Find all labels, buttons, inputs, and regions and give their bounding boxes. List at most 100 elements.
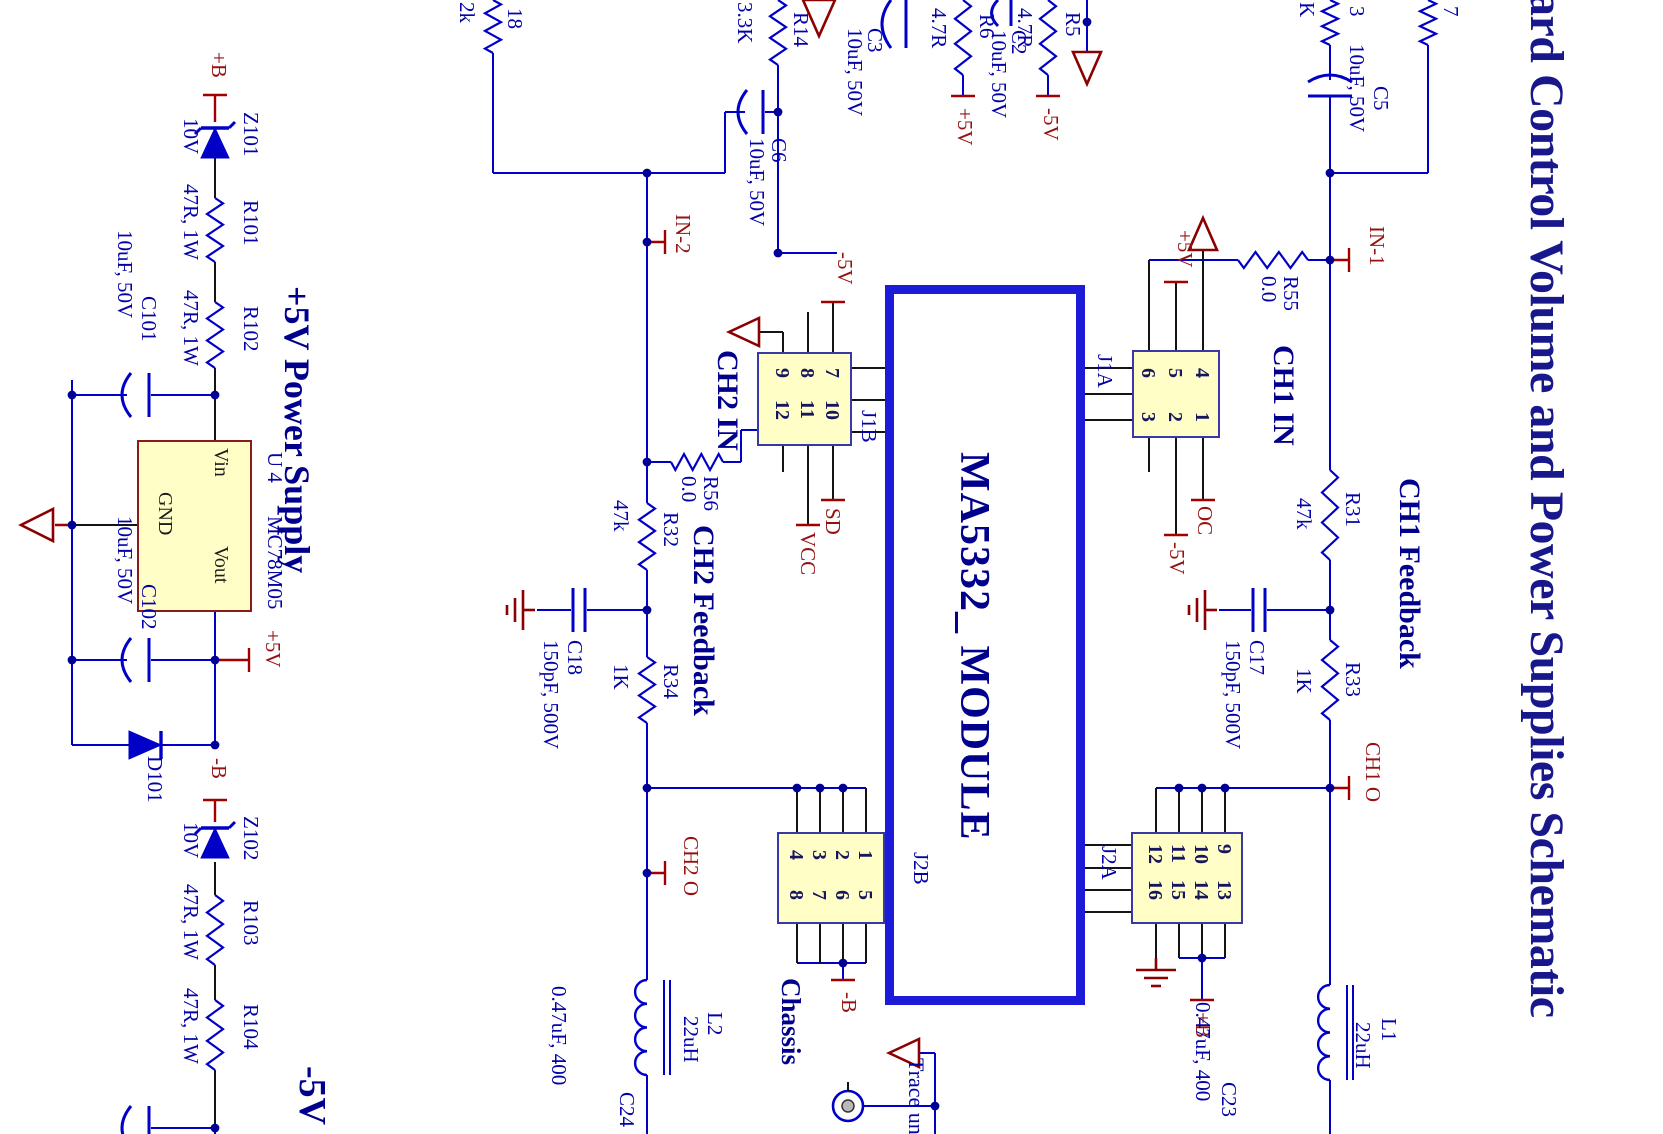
power-arrow-icon — [1071, 50, 1103, 88]
component-label-j2b: J2B — [909, 852, 933, 885]
capacitor-curved-plate — [120, 372, 133, 418]
junction-dot — [642, 605, 652, 615]
junction-dot — [210, 655, 220, 665]
section-label-ch2-feedback: CH2 Feedback — [687, 525, 720, 716]
component-label-7: 7 — [1439, 6, 1463, 17]
net-label-in-1: IN-1 — [1365, 226, 1389, 266]
zener-diode-symbol — [200, 826, 230, 859]
junction-dot — [773, 107, 783, 117]
component-label-c102: C102 — [137, 584, 161, 630]
junction-dot — [642, 868, 652, 878]
component-label-j1b: J1B — [857, 410, 881, 443]
pin-number-j2b-2: 2 — [831, 850, 853, 860]
component-label-j2a: J2A — [1097, 846, 1121, 880]
resistor-symbol — [637, 656, 657, 724]
inductor-symbol — [1317, 983, 1331, 1082]
junction-dot — [1197, 783, 1207, 793]
resistor-symbol — [1237, 250, 1309, 270]
component-label-10uf-50v: 10uF, 50V — [113, 230, 137, 319]
component-label-r103: R103 — [239, 900, 263, 946]
zener-diode-symbol — [200, 126, 230, 159]
component-label-l2: L2 — [703, 1012, 727, 1036]
component-label-47k: 47k — [609, 500, 633, 532]
zener-tick — [227, 120, 237, 130]
component-label-0-47uf-400: 0.47uF, 400 — [1191, 1002, 1215, 1102]
pin-number-j2b-7: 7 — [808, 890, 830, 900]
pin-number-j1b-7: 7 — [821, 368, 843, 378]
resistor-symbol — [205, 894, 225, 966]
component-label-z102: Z102 — [239, 816, 263, 861]
pin-number-j1a-2: 2 — [1164, 412, 1186, 422]
component-label-4-7r: 4.7R — [1013, 8, 1037, 49]
junction-dot — [1220, 783, 1230, 793]
power-arrow-icon — [800, 0, 838, 40]
component-label-r102: R102 — [239, 306, 263, 352]
component-label-r33: R33 — [1341, 662, 1365, 698]
component-label-18: 18 — [503, 8, 527, 29]
pin-number-j1b-12: 12 — [771, 400, 793, 420]
capacitor-curved-plate — [736, 89, 749, 135]
capacitor-curved-plate — [120, 637, 133, 683]
component-label-r34: R34 — [659, 664, 683, 700]
net-label--b: -B — [207, 758, 231, 779]
pin-number-j2a-10: 10 — [1190, 844, 1212, 864]
pin-number-j2b-3: 3 — [808, 850, 830, 860]
pin-number-j1b-8: 8 — [796, 368, 818, 378]
net-label-vcc: VCC — [796, 532, 820, 576]
component-label-r32: R32 — [659, 512, 683, 548]
pin-number-j1a-5: 5 — [1164, 368, 1186, 378]
junction-dot — [1325, 168, 1335, 178]
component-label-10uf-50v: 10uF, 50V — [113, 516, 137, 605]
component-label-r55: R55 — [1279, 276, 1303, 312]
junction-dot — [1325, 783, 1335, 793]
component-label-r14: R14 — [789, 12, 813, 48]
junction-dot — [642, 168, 652, 178]
junction-dot — [210, 740, 220, 750]
junction-dot — [642, 457, 652, 467]
net-label--5v: -5V — [833, 252, 857, 285]
zener-tick — [193, 826, 203, 836]
component-label-c17: C17 — [1245, 640, 1269, 676]
section-label-+5v-power-supply: +5V Power Supply — [277, 286, 317, 574]
net-label-in-2: IN-2 — [671, 214, 695, 254]
resistor-symbol — [768, 0, 788, 66]
power-arrow-icon — [885, 1036, 921, 1070]
net-label-+b: +B — [207, 52, 231, 78]
net-label-oc: OC — [1193, 506, 1217, 536]
resistor-symbol — [1038, 0, 1058, 76]
capacitor-curved-plate — [880, 0, 893, 49]
pin-number-j1b-11: 11 — [796, 400, 818, 419]
pin-number-j2a-13: 13 — [1213, 880, 1235, 900]
section-label-chassis: Chassis — [776, 978, 806, 1066]
power-arrow-icon — [1187, 214, 1219, 252]
component-label-0-0: 0.0 — [677, 476, 701, 503]
net-label--b: -B — [837, 992, 861, 1013]
pin-number-j1b-10: 10 — [821, 400, 843, 420]
component-label-47r-1w: 47R, 1W — [179, 884, 203, 960]
net-label-ch1-o: CH1 O — [1361, 742, 1385, 803]
component-label-3-3k: 3.3K — [733, 2, 757, 44]
component-label-150pf-500v: 150pF, 500V — [1221, 640, 1245, 750]
component-label-r5: R5 — [1061, 12, 1085, 37]
zener-tick — [193, 126, 203, 136]
junction-dot — [67, 520, 77, 530]
net-label--5v: -5V — [1039, 108, 1063, 141]
component-label-10uf-50v: 10uF, 50V — [843, 28, 867, 117]
capacitor-curved-plate — [1307, 73, 1353, 84]
resistor-symbol — [637, 502, 657, 571]
pin-number-j2a-12: 12 — [1144, 844, 1166, 864]
component-label-10v: 10V — [179, 118, 203, 155]
junction-dot — [67, 390, 77, 400]
component-label-c24: C24 — [615, 1092, 639, 1128]
junction-dot — [210, 390, 220, 400]
pin-number-j2b-1: 1 — [854, 850, 876, 860]
component-label-d101: D101 — [143, 756, 167, 803]
pin-number-j1a-4: 4 — [1191, 368, 1213, 378]
component-label-z101: Z101 — [239, 112, 263, 157]
resistor-symbol — [1319, 0, 1341, 46]
